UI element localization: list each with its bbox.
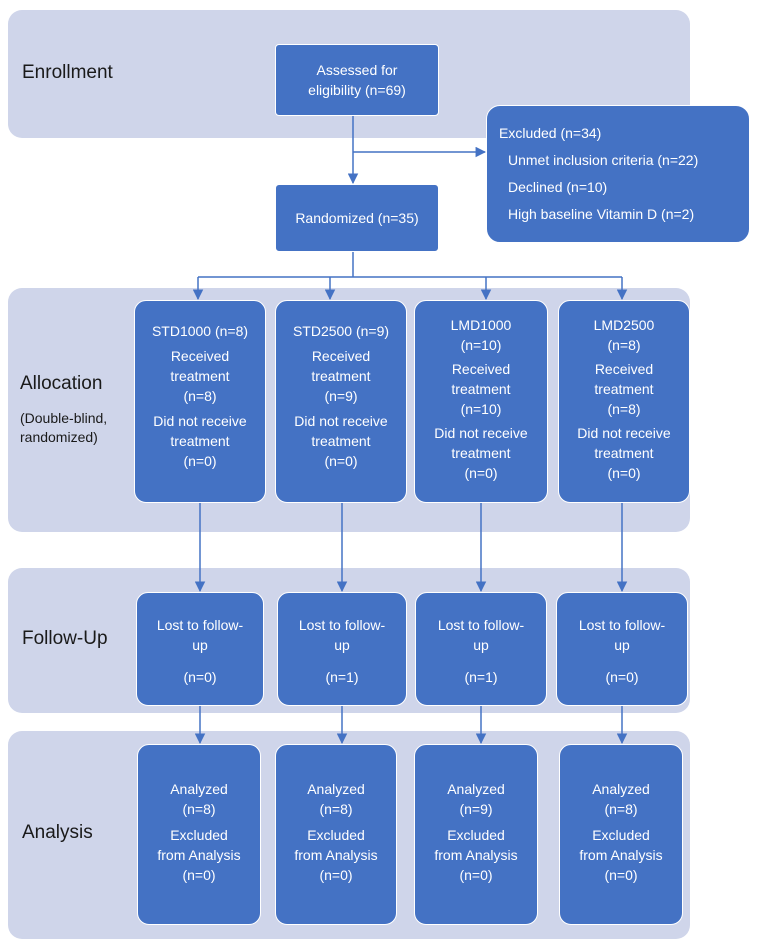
analysis-box-3: Analyzed (n=9) Excluded from Analysis (n… [414, 744, 538, 925]
allocation-line: treatment [451, 445, 511, 461]
excluded-reason: High baseline Vitamin D (n=2) [508, 206, 695, 222]
allocation-line: LMD2500 [593, 317, 655, 333]
allocation-line: treatment [170, 368, 230, 384]
followup-line: (n=0) [183, 669, 217, 685]
followup-line: Lost to follow- [156, 617, 244, 633]
allocation-line: (n=9) [324, 388, 358, 404]
followup-label: Follow-Up [22, 628, 108, 649]
followup-line: Lost to follow- [578, 617, 666, 633]
allocation-line: Did not receive [434, 425, 528, 441]
allocation-line: treatment [451, 381, 511, 397]
analysis-line: (n=0) [604, 867, 638, 883]
allocation-sublabel: (Double-blind, randomized) [20, 409, 107, 447]
allocation-line: (n=8) [607, 337, 641, 353]
allocation-line: (n=10) [460, 337, 502, 353]
analysis-box-4: Analyzed (n=8) Excluded from Analysis (n… [559, 744, 683, 925]
followup-line: up [192, 637, 208, 653]
followup-line: Lost to follow- [298, 617, 386, 633]
excluded-title: Excluded (n=34) [499, 125, 602, 141]
allocation-line: Received [594, 361, 654, 377]
followup-box-2: Lost to follow- up (n=1) [277, 592, 407, 706]
allocation-line: treatment [311, 433, 371, 449]
allocation-line: Did not receive [294, 413, 388, 429]
analysis-line: (n=9) [459, 801, 493, 817]
analysis-line: (n=0) [182, 867, 216, 883]
analysis-line: from Analysis [157, 847, 241, 863]
allocation-label: Allocation [20, 373, 103, 394]
allocation-line: (n=0) [324, 453, 358, 469]
analysis-line: Analyzed [592, 781, 650, 797]
assessed-line: Assessed for [316, 62, 398, 78]
followup-box-4: Lost to follow- up (n=0) [556, 592, 688, 706]
allocation-line: STD2500 (n=9) [292, 323, 390, 339]
enrollment-label: Enrollment [22, 62, 113, 83]
allocation-sublabel-line: randomized) [20, 429, 98, 445]
assessed-box: Assessed for eligibility (n=69) [275, 44, 439, 116]
analysis-line: from Analysis [434, 847, 518, 863]
randomized-box: Randomized (n=35) [275, 184, 439, 252]
followup-line: (n=1) [325, 669, 359, 685]
allocation-line: Did not receive [577, 425, 671, 441]
allocation-line: (n=10) [460, 401, 502, 417]
allocation-line: Received [451, 361, 511, 377]
analysis-box-2: Analyzed (n=8) Excluded from Analysis (n… [275, 744, 397, 925]
allocation-line: Received [311, 348, 371, 364]
excluded-reason: Declined (n=10) [508, 179, 608, 195]
allocation-box-lmd1000: LMD1000 (n=10) Received treatment (n=10)… [414, 300, 548, 503]
followup-line: up [334, 637, 350, 653]
allocation-line: STD1000 (n=8) [151, 323, 249, 339]
followup-line: Lost to follow- [437, 617, 525, 633]
analysis-box-1: Analyzed (n=8) Excluded from Analysis (n… [137, 744, 261, 925]
followup-box-3: Lost to follow- up (n=1) [415, 592, 547, 706]
analysis-line: Excluded [447, 827, 505, 843]
analysis-line: Excluded [592, 827, 650, 843]
followup-line: up [473, 637, 489, 653]
analysis-line: (n=0) [459, 867, 493, 883]
analysis-line: (n=8) [182, 801, 216, 817]
followup-line: (n=1) [464, 669, 498, 685]
analysis-line: Excluded [170, 827, 228, 843]
analysis-line: Analyzed [447, 781, 505, 797]
allocation-box-lmd2500: LMD2500 (n=8) Received treatment (n=8) D… [558, 300, 690, 503]
allocation-line: Did not receive [153, 413, 247, 429]
analysis-line: (n=8) [604, 801, 638, 817]
allocation-line: treatment [594, 445, 654, 461]
excluded-reason: Unmet inclusion criteria (n=22) [508, 152, 699, 168]
allocation-line: (n=0) [607, 465, 641, 481]
analysis-line: Analyzed [307, 781, 365, 797]
allocation-line: treatment [170, 433, 230, 449]
allocation-line: treatment [311, 368, 371, 384]
analysis-line: from Analysis [579, 847, 663, 863]
analysis-line: Analyzed [170, 781, 228, 797]
allocation-line: Received [170, 348, 230, 364]
allocation-sublabel-line: (Double-blind, [20, 410, 108, 426]
analysis-line: Excluded [307, 827, 365, 843]
excluded-box: Excluded (n=34) Unmet inclusion criteria… [486, 105, 750, 243]
analysis-line: from Analysis [294, 847, 378, 863]
assessed-line: eligibility (n=69) [308, 82, 406, 98]
followup-line: (n=0) [605, 669, 639, 685]
randomized-label: Randomized (n=35) [295, 210, 419, 226]
allocation-line: (n=8) [183, 388, 217, 404]
allocation-line: LMD1000 [450, 317, 512, 333]
allocation-line: treatment [594, 381, 654, 397]
allocation-box-std1000: STD1000 (n=8) Received treatment (n=8) D… [134, 300, 266, 503]
analysis-line: (n=8) [319, 801, 353, 817]
analysis-line: (n=0) [319, 867, 353, 883]
allocation-line: (n=8) [607, 401, 641, 417]
allocation-line: (n=0) [183, 453, 217, 469]
followup-line: up [614, 637, 630, 653]
allocation-line: (n=0) [464, 465, 498, 481]
allocation-box-std2500: STD2500 (n=9) Received treatment (n=9) D… [275, 300, 407, 503]
followup-box-1: Lost to follow- up (n=0) [136, 592, 264, 706]
analysis-label: Analysis [22, 822, 93, 843]
